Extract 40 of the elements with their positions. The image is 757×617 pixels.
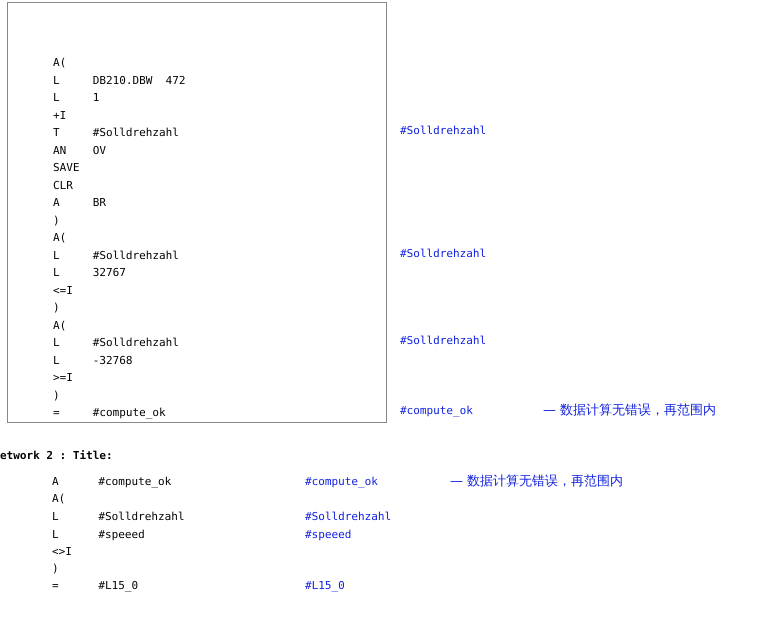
code-line: L -32768 — [53, 354, 132, 368]
code-line: ) — [52, 562, 59, 576]
code-comment: #Solldrehzahl — [400, 124, 486, 138]
code-line: CLR — [53, 178, 73, 192]
code-comment: #compute_ok — [305, 475, 378, 489]
network-header: etwork 2 : Title: — [0, 449, 113, 463]
code-line: L 32767 — [53, 266, 126, 280]
code-line: L DB210.DBW 472 — [53, 74, 186, 88]
code-line: A( — [53, 231, 66, 245]
code-comment: #Solldrehzahl — [305, 510, 392, 524]
code-line: A( — [52, 492, 66, 506]
code-block-frame — [7, 2, 387, 423]
code-line: L #Solldrehzahl — [52, 510, 184, 524]
code-line: >=I — [53, 371, 73, 385]
code-line: AN OV — [53, 144, 106, 158]
code-line: A( — [53, 318, 66, 332]
code-line: L 1 — [53, 91, 100, 105]
code-comment: #Solldrehzahl — [400, 247, 486, 261]
code-line: = #L15_0 — [52, 579, 138, 593]
code-comment: #speeed — [305, 528, 352, 542]
code-line: A( — [53, 56, 66, 70]
code-line: A #compute_ok — [52, 475, 172, 489]
code-comment: #Solldrehzahl — [400, 334, 486, 348]
code-line: A BR — [53, 196, 106, 210]
code-line: L #Solldrehzahl — [53, 336, 179, 350]
code-line: L #speeed — [52, 528, 145, 542]
code-comment: #L15_0 — [305, 579, 345, 593]
code-comment: #compute_ok — [400, 404, 473, 418]
code-line: L #Solldrehzahl — [53, 248, 179, 262]
code-line: SAVE — [53, 161, 80, 175]
code-line: ) — [53, 301, 60, 315]
code-line: +I — [53, 108, 66, 122]
comment-text: — 数据计算无错误，再范围内 — [450, 475, 624, 489]
comment-text: — 数据计算无错误，再范围内 — [543, 404, 716, 418]
code-line: ) — [53, 388, 60, 402]
code-line: = #compute_ok — [53, 406, 166, 420]
code-line: T #Solldrehzahl — [53, 126, 179, 140]
code-line: ) — [53, 214, 60, 228]
code-line: <=I — [53, 284, 73, 298]
code-line: <>I — [52, 545, 72, 559]
